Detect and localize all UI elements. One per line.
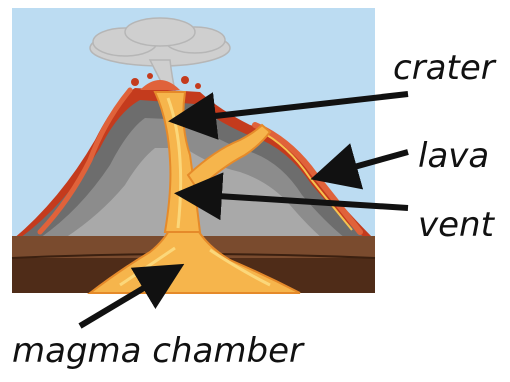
crater-label: crater (393, 48, 497, 88)
magma-chamber-label: magma chamber (12, 331, 305, 371)
volcano-illustration (12, 8, 375, 293)
vent-label: vent (418, 205, 496, 245)
lava-label: lava (418, 136, 489, 176)
